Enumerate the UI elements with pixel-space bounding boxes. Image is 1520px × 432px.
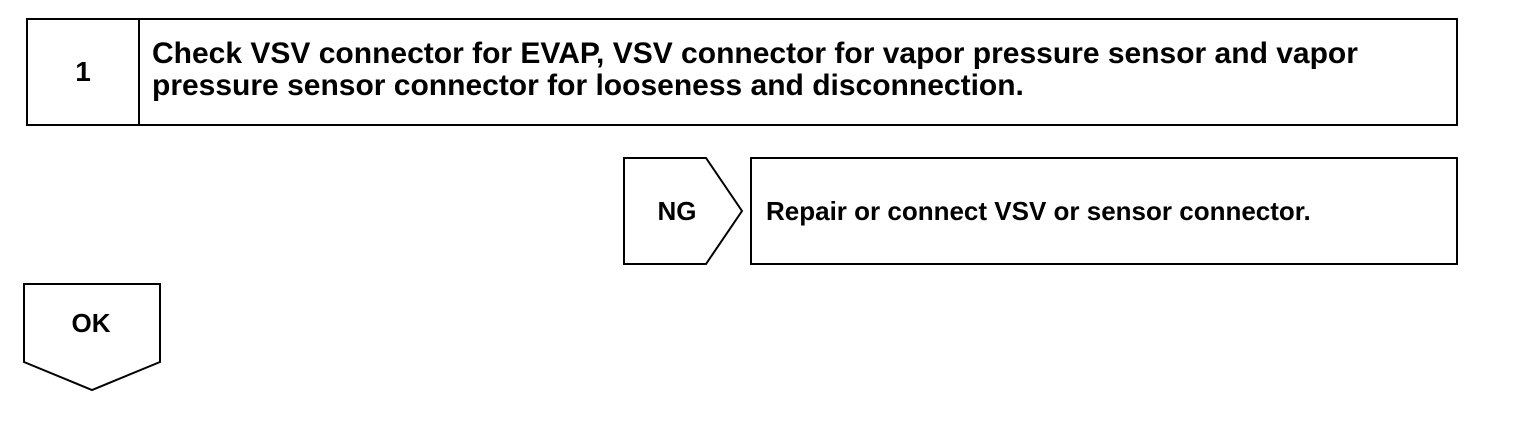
ok-arrow-shape [23,283,161,392]
ok-label: OK [71,307,111,338]
step-number: 1 [28,20,140,124]
ng-result-text: Repair or connect VSV or sensor connecto… [766,195,1311,226]
step-text: Check VSV connector for EVAP, VSV connec… [152,37,1358,102]
ng-arrow-shape [623,157,744,265]
step-box: 1 Check VSV connector for EVAP, VSV conn… [26,18,1458,126]
ng-result-box: Repair or connect VSV or sensor connecto… [750,157,1458,265]
ng-label: NG [657,195,697,226]
